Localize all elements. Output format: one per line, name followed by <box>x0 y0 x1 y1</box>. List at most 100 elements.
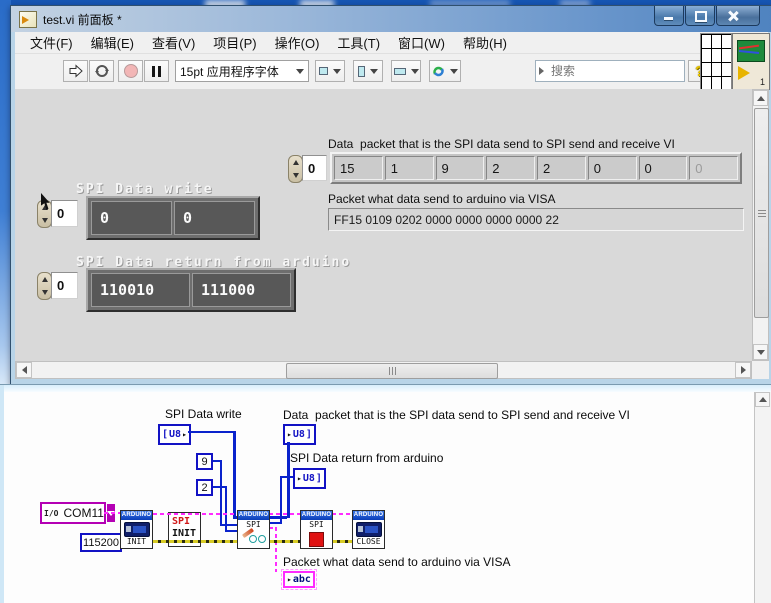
distribute-objects-button[interactable] <box>353 60 383 82</box>
wallpaper-shape <box>430 0 510 8</box>
array-cell[interactable]: 9 <box>435 156 485 180</box>
baud-rate-constant[interactable]: 115200 <box>80 533 122 552</box>
minimize-button[interactable] <box>654 6 684 26</box>
resize-objects-button[interactable] <box>391 60 421 82</box>
spi-write-label: SPI Data write <box>76 182 214 197</box>
titlebar[interactable]: test.vi 前面板 * <box>11 6 771 32</box>
menu-help[interactable]: 帮助(H) <box>462 36 508 51</box>
maximize-button[interactable] <box>685 6 715 26</box>
visa-packet-string-indicator[interactable]: FF15 0109 0202 0000 0000 0000 0000 22 <box>328 208 744 231</box>
spi-return-index-value[interactable]: 0 <box>51 272 78 299</box>
search-splitter-icon[interactable] <box>539 67 544 75</box>
array-cell[interactable]: 1 <box>384 156 434 180</box>
array-cell[interactable]: 0 <box>174 201 255 235</box>
wire-error <box>269 540 301 543</box>
scroll-up-button[interactable] <box>753 90 768 106</box>
run-continuous-button[interactable] <box>89 60 114 82</box>
spi-text: SPI <box>172 516 191 527</box>
arduino-close-subvi[interactable]: ARDUINO CLOSE <box>352 510 385 549</box>
menu-bar: 文件(F) 编辑(E) 查看(V) 项目(P) 操作(O) 工具(T) 窗口(W… <box>15 32 768 54</box>
menu-file[interactable]: 文件(F) <box>30 36 73 51</box>
spi-write-index-spinner[interactable] <box>37 200 52 228</box>
vertical-scrollbar[interactable] <box>752 89 769 361</box>
array-cell[interactable]: 2 <box>486 156 535 180</box>
array-cell[interactable]: 0 <box>91 201 172 235</box>
font-selector[interactable]: 15pt 应用程序字体 <box>175 60 309 82</box>
arduino-init-subvi[interactable]: ARDUINO INIT <box>120 510 153 549</box>
reorder-button[interactable] <box>429 60 461 82</box>
decrement-icon[interactable] <box>41 290 48 295</box>
menu-edit[interactable]: 编辑(E) <box>90 36 134 51</box>
data-packet-index-spinner[interactable] <box>288 155 303 183</box>
menu-project[interactable]: 项目(P) <box>213 36 257 51</box>
u8-array-indicator-terminal-return[interactable]: ▸ U8 ] <box>293 468 326 489</box>
data-packet-index-value[interactable]: 0 <box>302 155 327 181</box>
align-objects-button[interactable] <box>315 60 345 82</box>
front-panel-canvas[interactable]: Data packet that is the SPI data send to… <box>15 89 752 361</box>
bd-vertical-scrollbar[interactable] <box>754 392 771 603</box>
array-cell[interactable]: 2 <box>537 156 586 180</box>
scroll-left-button[interactable] <box>16 362 32 378</box>
wire-error <box>153 540 237 543</box>
abort-button[interactable] <box>118 60 143 82</box>
arduino-spi-stop-subvi[interactable]: ARDUINO SPI <box>300 510 333 549</box>
bd-visa-packet-label[interactable]: Packet what data send to arduino via VIS… <box>283 555 511 569</box>
menu-view[interactable]: 查看(V) <box>151 36 196 51</box>
u8-array-control-terminal[interactable]: [ U8 ▸ <box>158 424 191 445</box>
pause-icon <box>152 65 155 77</box>
search-input[interactable] <box>547 64 710 78</box>
wire-return-indicator <box>269 522 280 524</box>
io-icon: I/O <box>44 508 59 518</box>
arduino-banner: ARDUINO <box>353 511 384 520</box>
decrement-icon[interactable] <box>292 173 299 178</box>
run-button[interactable] <box>63 60 88 82</box>
bd-spi-return-label[interactable]: SPI Data return from arduino <box>290 451 444 465</box>
window-title: test.vi 前面板 * <box>43 12 122 27</box>
connector-pane-icon[interactable] <box>700 33 732 90</box>
array-cell[interactable]: 0 <box>587 156 637 180</box>
array-cell[interactable]: 15 <box>334 156 383 180</box>
toolbar: 15pt 应用程序字体 ? <box>15 54 768 90</box>
vertical-scroll-thumb[interactable] <box>754 108 769 318</box>
scroll-up-button[interactable] <box>755 392 770 407</box>
increment-icon[interactable] <box>41 205 48 210</box>
arrow-left-icon <box>21 366 27 374</box>
com-port-value: COM11 <box>63 506 104 520</box>
constant-9[interactable]: 9 <box>196 453 213 470</box>
arduino-spi-write-subvi[interactable]: ARDUINO SPI <box>237 510 270 549</box>
spi-return-index-spinner[interactable] <box>37 272 52 300</box>
array-cell[interactable]: 111000 <box>192 273 291 307</box>
horizontal-scroll-thumb[interactable] <box>286 363 498 379</box>
array-cell[interactable]: 0 <box>638 156 688 180</box>
array-cell-dimmed[interactable]: 0 <box>689 156 738 180</box>
arduino-banner: ARDUINO <box>121 511 152 520</box>
constant-2[interactable]: 2 <box>196 479 213 496</box>
u8-array-indicator-terminal-packet[interactable]: ▸ U8 ] <box>283 424 316 445</box>
bd-data-packet-label[interactable]: Data packet that is the SPI data send to… <box>283 408 630 422</box>
horizontal-scrollbar[interactable] <box>15 361 752 379</box>
visa-resource-constant[interactable]: I/O COM11 <box>40 502 115 524</box>
vi-icon[interactable]: 1 <box>732 33 770 90</box>
string-indicator-terminal[interactable]: ▸ abc <box>281 569 317 590</box>
arduino-board-icon <box>123 522 150 537</box>
increment-icon[interactable] <box>292 160 299 165</box>
spi-write-index-value[interactable]: 0 <box>51 200 78 227</box>
help-icon: ? <box>695 63 704 80</box>
pause-button[interactable] <box>144 60 169 82</box>
menu-operate[interactable]: 操作(O) <box>274 36 320 51</box>
scrollbar-corner <box>752 361 769 379</box>
stop-square-icon <box>309 532 324 547</box>
arrow-up-icon <box>756 95 765 101</box>
menu-tools[interactable]: 工具(T) <box>337 36 381 51</box>
u8-type-label: U8 <box>302 473 315 484</box>
maximize-icon <box>695 11 707 22</box>
increment-icon[interactable] <box>41 277 48 282</box>
menu-window[interactable]: 窗口(W) <box>398 36 445 51</box>
chevron-down-icon <box>296 68 304 74</box>
decrement-icon[interactable] <box>41 218 48 223</box>
array-cell[interactable]: 110010 <box>91 273 190 307</box>
bd-spi-write-label[interactable]: SPI Data write <box>165 407 242 421</box>
scroll-down-button[interactable] <box>753 344 768 360</box>
scroll-right-button[interactable] <box>735 362 751 378</box>
close-button[interactable] <box>716 6 760 26</box>
